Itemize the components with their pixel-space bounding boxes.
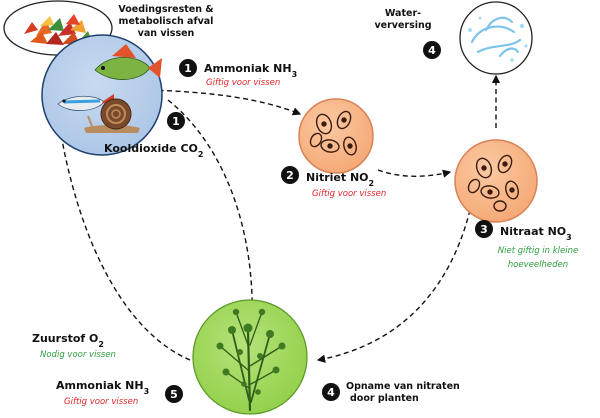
aquarium-circle (41, 34, 163, 156)
water-splash-icon (470, 16, 522, 58)
svg-text:Nodig voor vissen: Nodig voor vissen (40, 350, 116, 360)
svg-text:metabolisch afval: metabolisch afval (119, 16, 214, 27)
svg-text:Zuurstof O2: Zuurstof O2 (32, 332, 104, 349)
svg-text:van vissen: van vissen (138, 28, 195, 39)
svg-text:Kooldioxide CO2: Kooldioxide CO2 (104, 142, 203, 159)
nitrite-label: Nitriet NO2 Giftig voor vissen (306, 171, 386, 199)
badge-ammonia-bottom: 5 (165, 385, 183, 403)
svg-text:Giftig voor vissen: Giftig voor vissen (64, 397, 138, 407)
svg-text:Giftig voor vissen: Giftig voor vissen (312, 189, 386, 199)
arrow-tank-to-plant (167, 99, 257, 324)
badge-nitrite: 2 (281, 166, 299, 184)
ammonia-bottom-label: Ammoniak NH3 Giftig voor vissen (56, 379, 149, 407)
svg-text:Ammoniak NH3: Ammoniak NH3 (56, 379, 149, 396)
svg-text:4: 4 (327, 386, 335, 399)
arrow-plant-to-tank (54, 114, 191, 361)
svg-text:Opname van nitraten: Opname van nitraten (346, 381, 460, 392)
co2-label: Kooldioxide CO2 (104, 142, 203, 159)
ammonia-top-label: Ammoniak NH3 Giftig voor vissen (204, 62, 297, 88)
svg-text:3: 3 (480, 223, 488, 236)
water-change-circle (459, 1, 533, 75)
snail-icon (84, 98, 140, 133)
svg-text:Water-: Water- (385, 8, 421, 19)
arrow-tank-to-nitrite (149, 89, 302, 116)
arrow-nitrite-to-nitrate (377, 169, 452, 178)
food-waste-label: Voedingsresten & metabolisch afval van v… (118, 4, 213, 39)
svg-text:2: 2 (286, 169, 294, 182)
badge-water-change: 4 (423, 41, 441, 59)
badge-co2: 1 (167, 112, 185, 130)
svg-text:Voedingsresten &: Voedingsresten & (118, 4, 213, 15)
badge-uptake: 4 (322, 383, 340, 401)
nitrate-label: Nitraat NO3 Niet giftig in kleine hoevee… (498, 225, 578, 270)
svg-text:Nitriet NO2: Nitriet NO2 (306, 171, 374, 188)
arrow-nitrate-to-plant (316, 209, 471, 363)
badge-ammonia-top: 1 (179, 59, 197, 77)
svg-text:5: 5 (170, 388, 178, 401)
svg-text:Giftig voor vissen: Giftig voor vissen (206, 78, 280, 88)
water-change-label: Water- verversing (374, 8, 431, 31)
uptake-label: Opname van nitraten door planten (346, 381, 460, 404)
oxygen-label: Zuurstof O2 Nodig voor vissen (32, 332, 116, 360)
svg-text:1: 1 (172, 115, 180, 128)
svg-text:door planten: door planten (350, 393, 419, 404)
nitrite-bacteria-circle (298, 98, 374, 174)
svg-text:Niet giftig in kleine: Niet giftig in kleine (498, 246, 578, 256)
svg-text:4: 4 (428, 44, 436, 57)
svg-text:hoeveelheden: hoeveelheden (508, 260, 568, 270)
svg-text:Ammoniak NH3: Ammoniak NH3 (204, 62, 297, 79)
fish-icon (94, 44, 162, 80)
bacteria-icon (309, 110, 357, 156)
nitrate-bacteria-circle (454, 139, 538, 223)
svg-text:1: 1 (184, 62, 192, 75)
plant-circle (192, 299, 308, 415)
svg-text:verversing: verversing (374, 20, 431, 31)
bacteria-icon (467, 154, 519, 212)
badge-nitrate: 3 (475, 220, 493, 238)
cycle-arrows (54, 74, 501, 363)
svg-text:Nitraat NO3: Nitraat NO3 (500, 225, 572, 242)
